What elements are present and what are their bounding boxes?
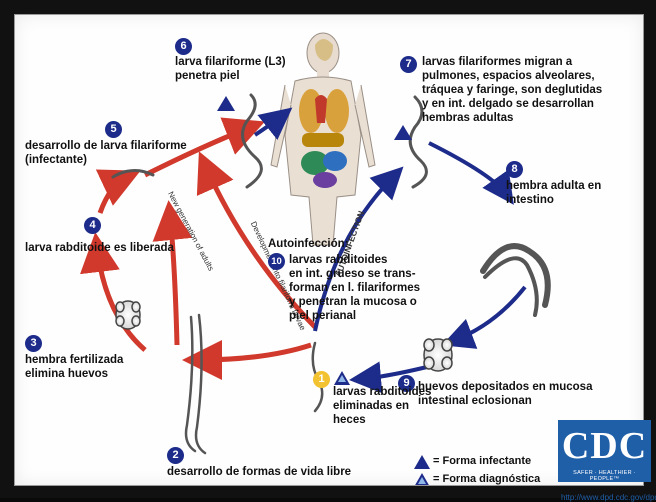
step-label-6: larva filariforme (L3) penetra piel xyxy=(175,55,286,83)
eggs-free-living xyxy=(116,301,140,329)
step-label-5: desarrollo de larva filariforme (infecta… xyxy=(25,139,187,167)
cdc-logo-tagline: SAFER · HEALTHIER · PEOPLE™ xyxy=(558,470,651,482)
legend-diagnostic-label: = Forma diagnóstica xyxy=(433,473,540,485)
step-title-10: Autoinfección: xyxy=(268,237,349,251)
eggs-intestinal xyxy=(424,339,452,371)
step-number-5: 5 xyxy=(105,121,122,138)
cdc-logo: CDC SAFER · HEALTHIER · PEOPLE™ xyxy=(558,420,651,482)
cdc-logo-text: CDC xyxy=(558,424,651,468)
lifecycle-diagram: Development into filariform larvae New g… xyxy=(14,14,644,486)
step-number-4: 4 xyxy=(84,217,101,234)
step-number-2: 2 xyxy=(167,447,184,464)
step-label-2: desarrollo de formas de vida libre xyxy=(167,465,351,479)
step-number-3: 3 xyxy=(25,335,42,352)
step-label-1: larvas rabditoides eliminadas en heces xyxy=(333,385,431,427)
step-number-8: 8 xyxy=(506,161,523,178)
step-number-1: 1 xyxy=(313,371,330,388)
step-label-7: larvas filariformes migran a pulmones, e… xyxy=(422,55,602,125)
step-label-4: larva rabditoide es liberada xyxy=(25,241,174,255)
step-label-10: larvas rabditoides en int. grueso se tra… xyxy=(289,253,420,323)
step-label-9: huevos depositados en mucosa intestinal … xyxy=(418,380,592,408)
step-number-6: 6 xyxy=(175,38,192,55)
step-label-8: hembra adulta en intestino xyxy=(506,179,601,207)
step-number-10: 10 xyxy=(268,253,285,270)
step-label-3: hembra fertilizada elimina huevos xyxy=(25,353,123,381)
step-number-7: 7 xyxy=(400,56,417,73)
legend-infective-label: = Forma infectante xyxy=(433,455,531,467)
